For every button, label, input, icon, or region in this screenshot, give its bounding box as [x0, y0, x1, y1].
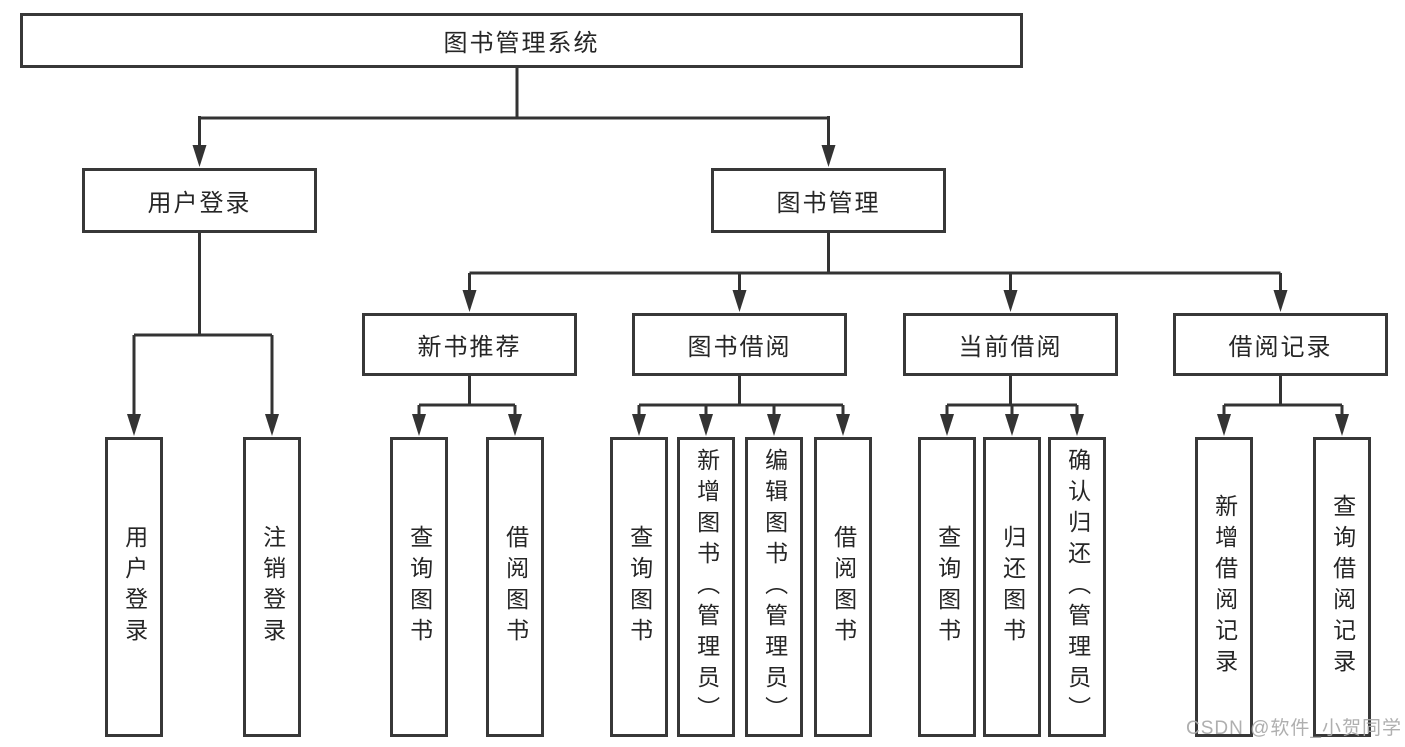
node-label: 查询借阅记录: [1329, 494, 1356, 680]
leaf-user-login: 用户登录: [105, 437, 163, 737]
arrowhead: [767, 414, 781, 436]
csdn-watermark: CSDN @软件_小贺同学: [1186, 718, 1402, 739]
node-label: 用户登录: [147, 190, 252, 217]
leaf-add-book-admin: 新增图书（管理员）: [677, 437, 735, 737]
arrowhead: [127, 414, 141, 436]
arrowhead: [1217, 414, 1231, 436]
leaf-edit-book-admin: 编辑图书（管理员）: [745, 437, 803, 737]
arrowhead: [412, 414, 426, 436]
node-label: 注销登录: [259, 525, 286, 649]
node-label: 用户登录: [121, 525, 148, 649]
connector-bookborrow-to-leaves: [637, 376, 845, 419]
node-label: 新增借阅记录: [1211, 494, 1238, 680]
node-label: 图书管理系统: [443, 30, 600, 57]
node-label: 新书推荐: [417, 334, 522, 361]
leaf-borrow-books-recommend: 借阅图书: [486, 437, 544, 737]
node-label: 确认归还（管理员）: [1064, 447, 1091, 727]
arrowhead: [836, 414, 850, 436]
arrowhead: [265, 414, 279, 436]
arrowhead: [508, 414, 522, 436]
connector-currentborrow-to-leaves: [945, 376, 1079, 419]
leaf-query-borrow-record: 查询借阅记录: [1313, 437, 1371, 737]
connector-bookmgmt-to-level3: [468, 233, 1282, 295]
leaf-query-books-borrow: 查询图书: [610, 437, 668, 737]
arrowhead: [1273, 290, 1288, 312]
node-label: 查询图书: [934, 525, 961, 649]
node-label: 借阅图书: [830, 525, 857, 649]
arrowhead: [1335, 414, 1349, 436]
node-label: 借阅记录: [1228, 334, 1333, 361]
arrowhead: [192, 145, 207, 167]
node-label: 归还图书: [999, 525, 1026, 649]
connector-newbooks-to-leaves: [417, 376, 517, 419]
node-book-borrowing: 图书借阅: [632, 313, 847, 376]
arrowhead: [462, 290, 477, 312]
node-current-borrowing: 当前借阅: [903, 313, 1118, 376]
leaf-logout: 注销登录: [243, 437, 301, 737]
node-label: 图书借阅: [687, 334, 792, 361]
node-label: 新增图书（管理员）: [693, 447, 720, 727]
arrowhead: [699, 414, 713, 436]
arrowhead: [1003, 290, 1018, 312]
arrowhead: [732, 290, 747, 312]
arrowhead: [1070, 414, 1084, 436]
node-user-login: 用户登录: [82, 168, 317, 233]
node-label: 查询图书: [406, 525, 433, 649]
leaf-query-books-current: 查询图书: [918, 437, 976, 737]
leaf-add-borrow-record: 新增借阅记录: [1195, 437, 1253, 737]
arrowhead: [821, 145, 836, 167]
node-label: 当前借阅: [958, 334, 1063, 361]
arrowhead: [1005, 414, 1019, 436]
arrowheads: [127, 145, 1349, 436]
leaf-borrow-books: 借阅图书: [814, 437, 872, 737]
node-label: 借阅图书: [502, 525, 529, 649]
node-root-system: 图书管理系统: [20, 13, 1023, 68]
node-borrowing-records: 借阅记录: [1173, 313, 1388, 376]
node-book-management: 图书管理: [711, 168, 946, 233]
leaf-confirm-return-admin: 确认归还（管理员）: [1048, 437, 1106, 737]
node-label: 查询图书: [626, 525, 653, 649]
arrowhead: [632, 414, 646, 436]
arrowhead: [940, 414, 954, 436]
leaf-return-book: 归还图书: [983, 437, 1041, 737]
connector-records-to-leaves: [1222, 376, 1344, 419]
node-new-book-recommend: 新书推荐: [362, 313, 577, 376]
node-label: 图书管理: [776, 190, 881, 217]
connector-root-to-level2: [198, 68, 830, 150]
connector-userlogin-to-leaves: [132, 233, 274, 419]
node-label: 编辑图书（管理员）: [761, 447, 788, 727]
leaf-query-books-recommend: 查询图书: [390, 437, 448, 737]
